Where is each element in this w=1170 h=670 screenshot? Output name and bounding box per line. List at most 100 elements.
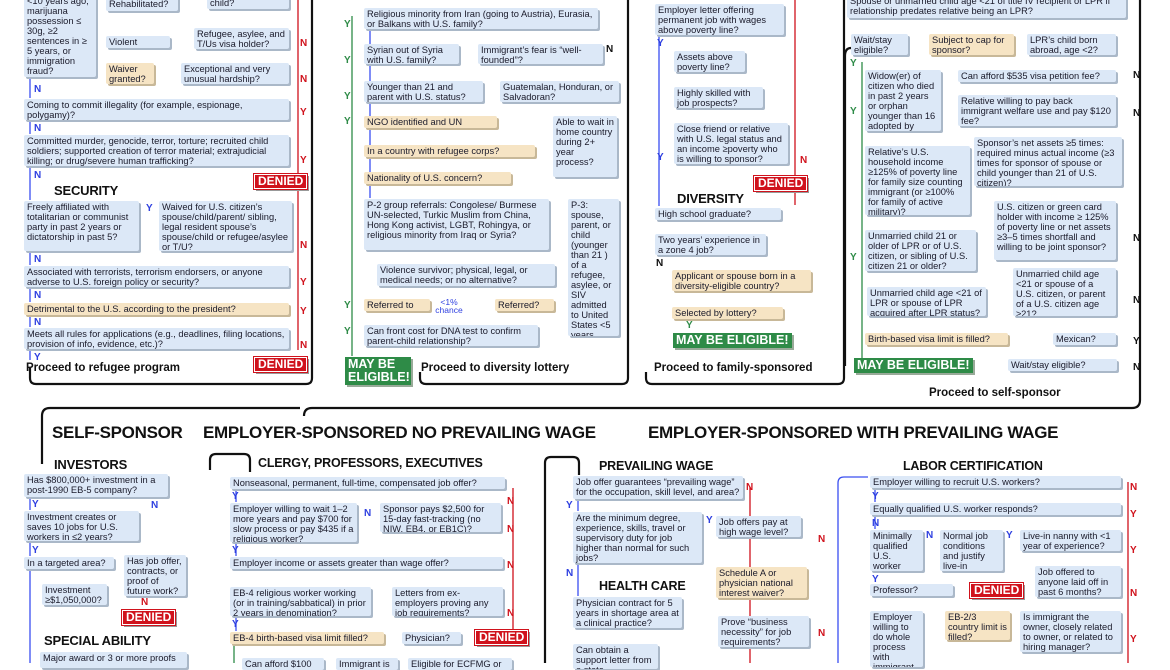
no-label: N: [34, 290, 42, 301]
box-child-of-citizen: Unmarried child age <21 or spouse of a U…: [1013, 268, 1116, 316]
proceed-diversity-lottery: Proceed to diversity lottery: [421, 362, 570, 374]
box-nonseasonal-job: Nonseasonal, permanent, full-time, compe…: [230, 477, 505, 489]
no-label: N: [34, 317, 42, 328]
box-high-wage-level: Job offers pay at high wage level?: [716, 516, 801, 537]
no-label: N: [1130, 482, 1138, 493]
no-label: N: [1130, 588, 1138, 599]
connector-clergy: [208, 452, 252, 472]
box-ngo-un-referred: NGO identified and UN referred?: [364, 116, 497, 128]
connector-diversity: [418, 0, 630, 386]
box-referred-to-us: Referred to U.S.?: [364, 299, 430, 311]
box-referred: Referred?: [495, 299, 554, 311]
box-investment-amount: Investment ≥$1,050,000?: [42, 584, 107, 605]
yes-label: Y: [232, 619, 239, 630]
box-waived-relative: Waived for U.S. citizen’s spouse/child/p…: [159, 201, 292, 251]
section-with-prevailing-wage: EMPLOYER-SPONSORED WITH PREVAILING WAGE: [648, 423, 1059, 442]
box-waiver-granted: Waiver granted?: [106, 63, 154, 84]
yes-label: Y: [657, 152, 664, 163]
box-zone4-experience: Two years’ experience in a zone 4 job?: [655, 234, 766, 255]
box-assets-poverty: Assets above poverty line?: [674, 51, 745, 72]
no-label: N: [151, 500, 159, 511]
denied-badge: DENIED: [122, 610, 176, 625]
box-letters-ex-employers: Letters from ex-employers proving any jo…: [392, 587, 503, 616]
proceed-self-sponsor: Proceed to self-sponsor: [929, 387, 1061, 399]
eligible-line-1: MAY BE: [348, 357, 396, 371]
box-live-in-nanny-conditions: Normal job conditions and justify live-i…: [940, 530, 1003, 571]
box-employer-wait: Employer willing to wait 1–2 more years …: [230, 503, 357, 542]
yes-label: Y: [344, 91, 351, 102]
yes-label: Y: [300, 277, 307, 288]
yes-label: Y: [300, 306, 307, 317]
box-schedule-a: Schedule A or physician national interes…: [716, 567, 807, 598]
yes-label: Y: [850, 252, 857, 263]
box-welfare-payback: Relative willing to pay back immigrant w…: [958, 95, 1116, 126]
box-sponsor-net-assets: Sponsor’s net assets ≥5 times: required …: [974, 137, 1122, 186]
no-label: N: [746, 482, 754, 493]
yes-label: Y: [34, 352, 41, 363]
no-label: N: [566, 568, 574, 579]
yes-label: Y: [1006, 530, 1013, 541]
no-label: N: [300, 340, 308, 351]
connector-family: [644, 0, 846, 386]
yes-label: Y: [344, 116, 351, 127]
box-employer-income: Employer income or assets greater than w…: [230, 557, 503, 569]
box-unmarried-child-21-older: Unmarried child 21 or older of LPR or of…: [865, 230, 976, 271]
box-physician: Physician?: [402, 632, 461, 644]
denied-badge: DENIED: [970, 583, 1024, 598]
yes-label: Y: [32, 499, 39, 510]
box-country-limit: EB-2/3 country limit is filled?: [945, 611, 1010, 640]
no-label: N: [141, 597, 149, 608]
yes-label: Y: [344, 300, 351, 311]
box-household-income: Relative’s U.S. household income ≥125% o…: [865, 146, 970, 215]
connector-family-wait: [843, 46, 852, 366]
box-p3: P-3: spouse, parent, or child (younger t…: [568, 199, 619, 336]
section-no-prevailing-wage: EMPLOYER-SPONSORED NO PREVAILING WAGE: [203, 423, 596, 442]
box-prevailing-wage: Job offer guarantees “prevailing wage” f…: [573, 476, 743, 499]
box-violent-crime: Violent crime?: [106, 36, 170, 48]
box-criminal-history: <10 years ago, marijuana possession ≤ 30…: [24, 0, 96, 77]
yes-label: Y: [1130, 634, 1137, 645]
no-label: N: [1133, 70, 1141, 81]
chance-label: <1% chance: [435, 297, 463, 315]
yes-label: Y: [872, 491, 879, 502]
yes-label: Y: [344, 55, 351, 66]
box-physician-contract: Physician contract for 5 years in shorta…: [573, 597, 682, 628]
no-label: N: [818, 628, 826, 639]
box-minimally-qualified: Minimally qualified U.S. worker responds…: [870, 530, 923, 571]
box-highly-skilled: Highly skilled with job prospects?: [674, 87, 763, 108]
box-laid-off: Job offered to anyone laid off in past 6…: [1035, 566, 1121, 597]
yes-label: Y: [706, 515, 713, 526]
no-label: N: [300, 240, 308, 251]
box-petition-fee: Can afford $535 visa petition fee?: [958, 70, 1116, 82]
section-self-sponsor: SELF-SPONSOR: [52, 423, 183, 442]
box-able-to-wait: Able to wait in home country during 2+ y…: [553, 116, 617, 177]
box-p2-referrals: P-2 group referrals: Congolese/ Burmese …: [364, 199, 549, 250]
box-creates-jobs: Investment creates or saves 10 jobs for …: [24, 511, 139, 541]
no-label: N: [507, 496, 515, 507]
no-label: N: [656, 258, 664, 269]
box-exceptional-hardship: Exceptional and very unusual hardship?: [181, 63, 289, 84]
eligible-line-2: ELIGIBLE!: [348, 370, 410, 384]
yes-label: Y: [850, 106, 857, 117]
box-syrian: Syrian out of Syria with U.S. family?: [364, 44, 459, 64]
denied-badge: DENIED: [254, 174, 308, 189]
box-birth-visa-limit: Birth-based visa limit is filled?: [865, 333, 1008, 345]
box-central-american: Guatemalan, Honduran, or Salvadoran?: [500, 81, 619, 102]
heading-investors: INVESTORS: [54, 457, 128, 472]
proceed-family-sponsored: Proceed to family-sponsored: [654, 362, 813, 374]
box-diversity-country: Applicant or spouse born in a diversity-…: [672, 270, 811, 291]
no-label: N: [300, 74, 308, 85]
heading-labor-certification: LABOR CERTIFICATION: [903, 459, 1043, 473]
yes-label: Y: [300, 155, 307, 166]
may-be-eligible-badge: MAY BE ELIGIBLE!: [673, 333, 792, 348]
yes-label: Y: [146, 203, 153, 214]
box-religious-minority: Religious minority from Iran (going to A…: [364, 8, 598, 29]
box-fast-tracking: Sponsor pays $2,500 for 15-day fast-trac…: [380, 503, 501, 532]
box-subject-to-cap: Subject to cap for sponsor?: [929, 34, 1014, 55]
yes-label: Y: [232, 491, 239, 502]
heading-health-care: HEALTH CARE: [599, 579, 686, 593]
box-well-founded-fear: Immigrant’s fear is “well-founded”?: [478, 44, 603, 64]
box-mexican: Mexican?: [1053, 333, 1116, 345]
box-violence-survivor: Violence survivor; physical, legal, or m…: [377, 264, 555, 286]
